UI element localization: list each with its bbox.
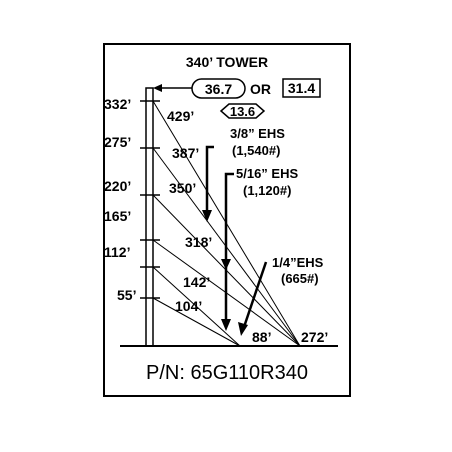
cable-leader (224, 172, 234, 322)
hexagon-callout (219, 103, 266, 119)
guy-length-label: 142’ (183, 274, 210, 290)
tower-mast (145, 87, 154, 347)
diagram-title: 340’ TOWER (186, 54, 268, 70)
cable-leader (205, 145, 214, 213)
height-label: 112’ (104, 244, 130, 260)
cable-arrowhead (238, 322, 248, 336)
callout-arrowhead (153, 84, 162, 92)
cable-rating-label: (665#) (281, 271, 319, 286)
or-label: OR (250, 81, 271, 97)
part-number: P/N: 65G110R340 (146, 362, 308, 384)
height-label: 332’ (104, 96, 131, 112)
cable-size-label: 3/8” EHS (230, 126, 285, 141)
hexagon-callout-value: 13.6 (230, 104, 255, 119)
diagram-frame (103, 43, 351, 397)
guy-wires-near (152, 266, 241, 347)
cable-leader (242, 261, 268, 328)
cable-rating-label: (1,540#) (232, 143, 280, 158)
height-label: 275’ (104, 134, 131, 150)
cable-size-label: 1/4”EHS (272, 255, 324, 270)
guy-length-label: 318’ (185, 234, 212, 250)
cable-arrowhead-mid (221, 259, 231, 270)
attachment-ticks (140, 100, 160, 299)
oval-callout (191, 78, 246, 99)
guy-length-label: 429’ (167, 108, 194, 124)
guy-wire (152, 266, 241, 347)
cable-arrowhead (202, 210, 212, 222)
anchor-distance-label: 272’ (301, 329, 328, 345)
guy-length-label: 350’ (169, 180, 196, 196)
box-callout-value: 31.4 (288, 80, 315, 96)
box-callout (282, 78, 321, 98)
cable-rating-label: (1,120#) (243, 183, 291, 198)
guy-length-label: 104’ (175, 298, 202, 314)
height-label: 165’ (104, 208, 131, 224)
oval-callout-value: 36.7 (205, 81, 232, 97)
guy-length-label: 387’ (172, 145, 199, 161)
cable-arrowhead (221, 319, 231, 331)
anchor-distance-label: 88’ (252, 329, 271, 345)
height-label: 55’ (117, 287, 136, 303)
cable-size-label: 5/16” EHS (236, 166, 298, 181)
height-label: 220’ (104, 178, 131, 194)
guy-wire (152, 297, 241, 347)
